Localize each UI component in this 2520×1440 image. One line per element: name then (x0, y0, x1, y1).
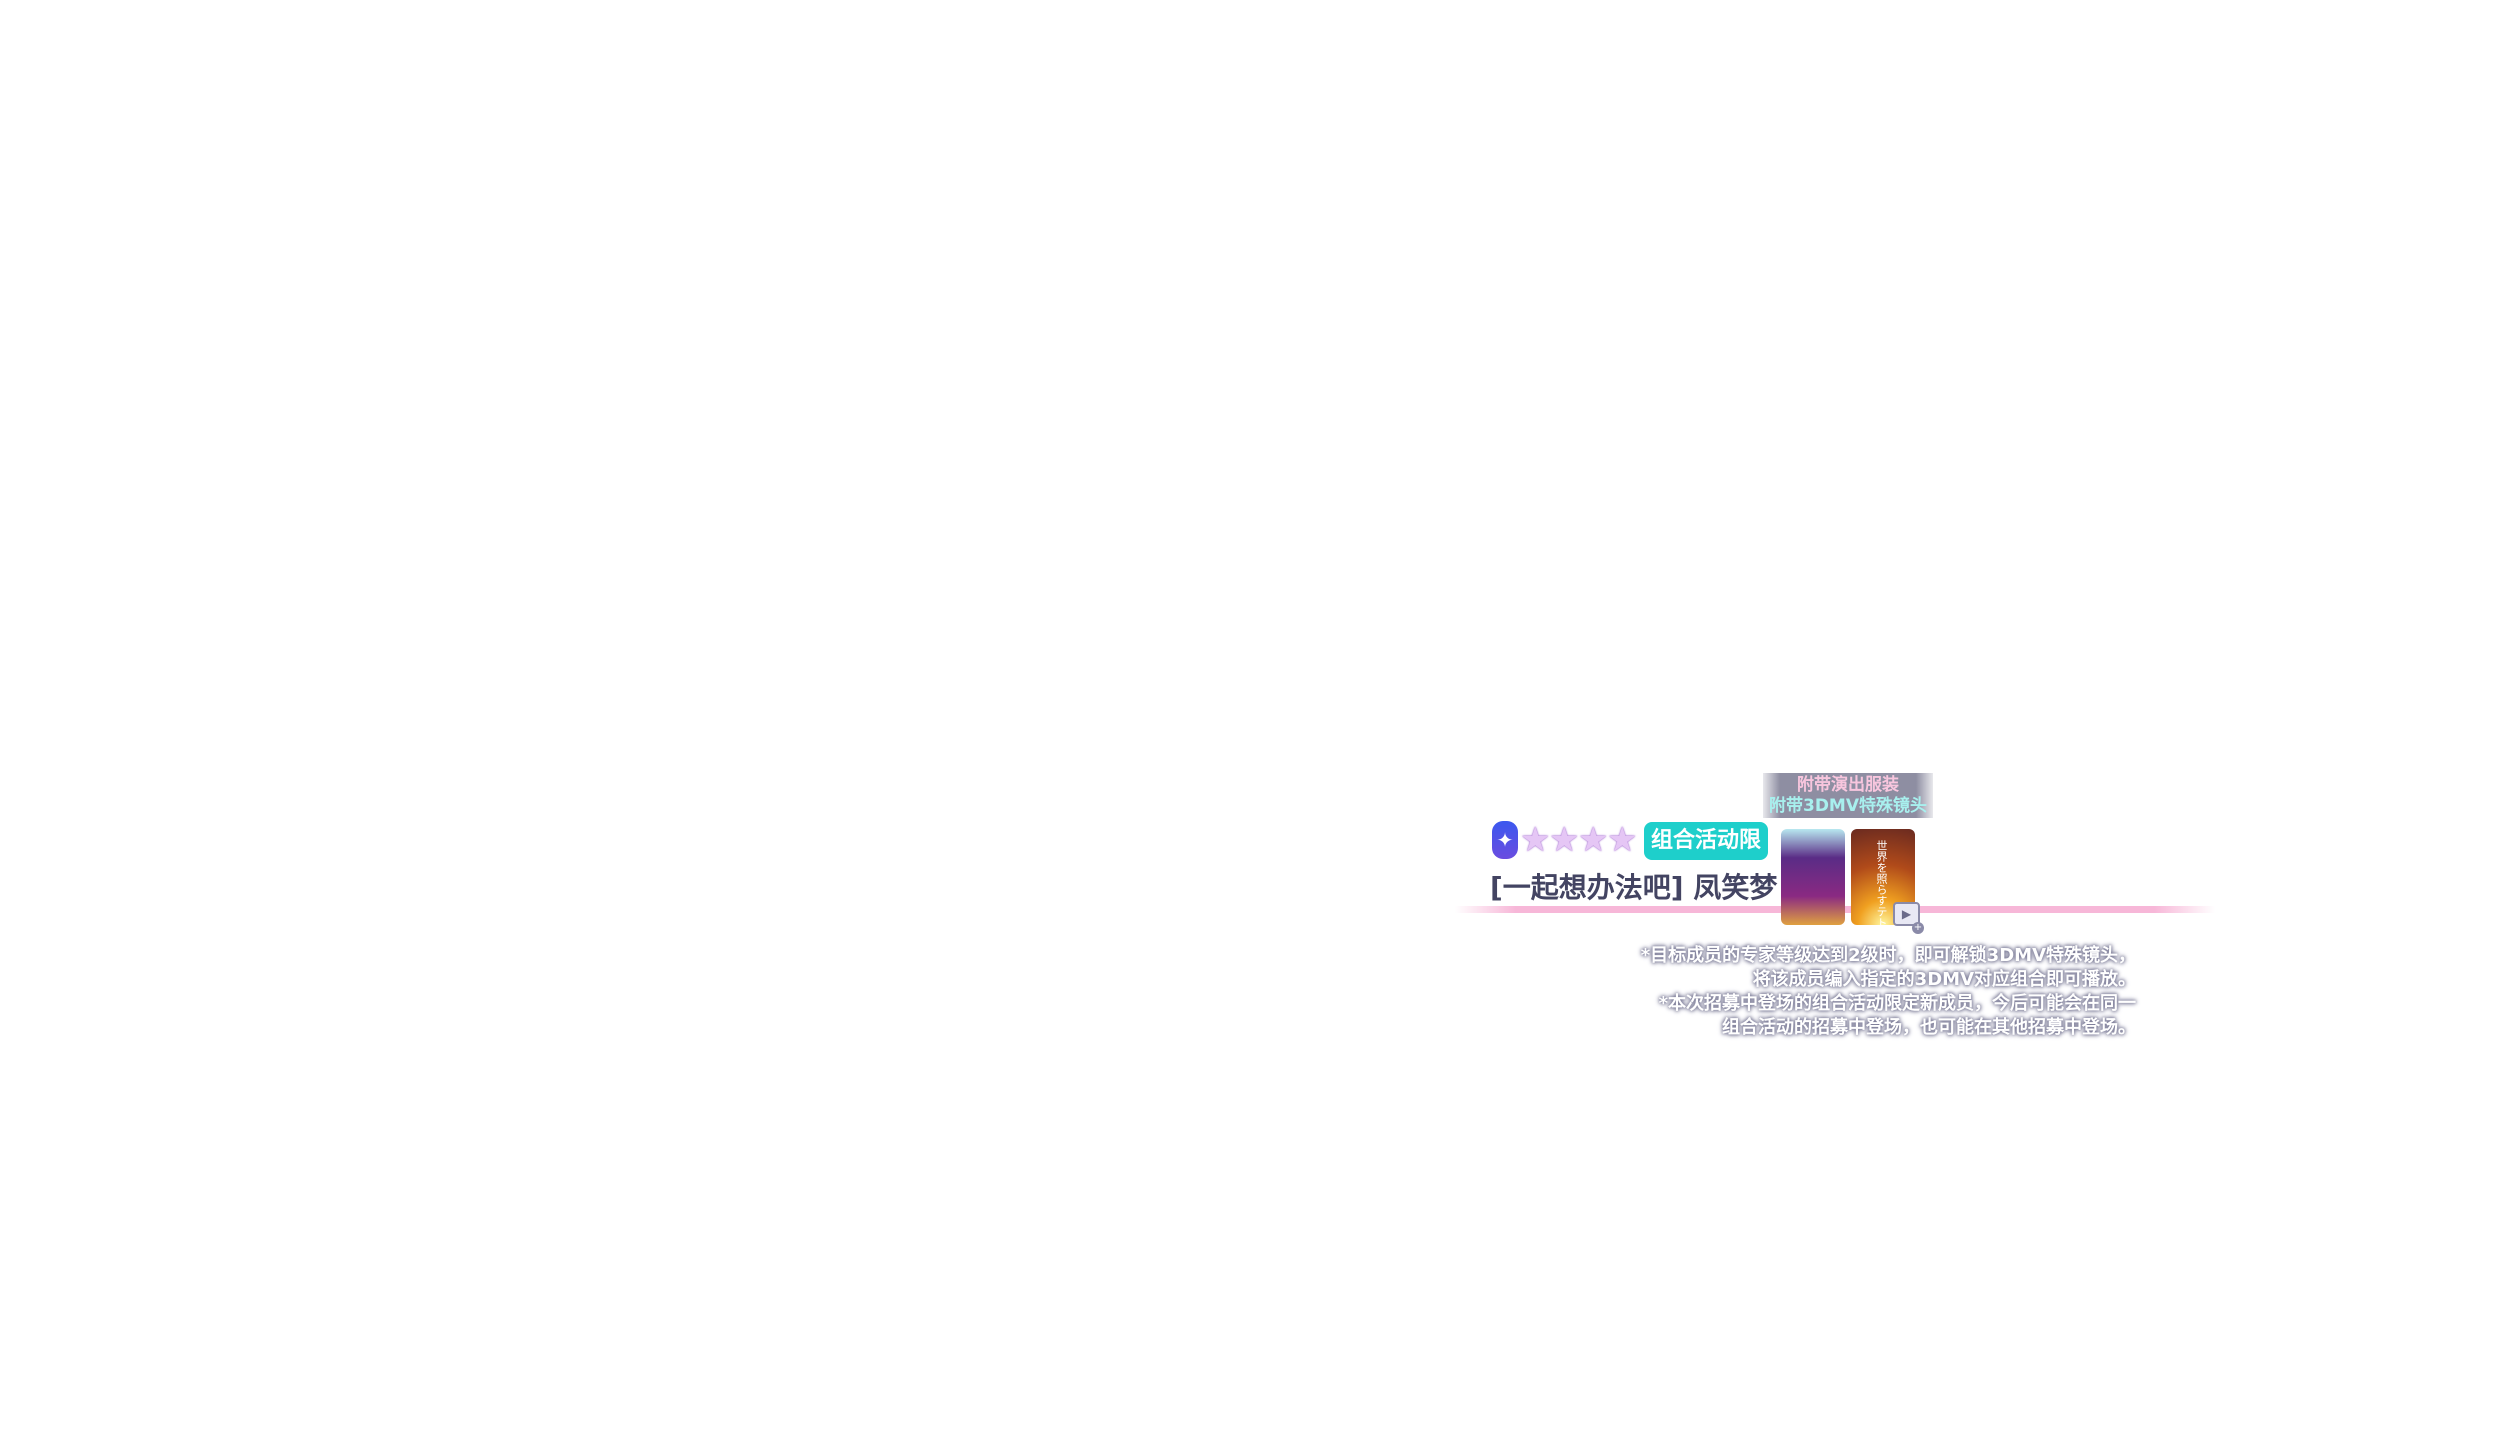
note-line: *目标成员的专家等级达到2级时，即可解锁3DMV特殊镜头， (1640, 945, 2136, 966)
star-icon: ★ (1607, 820, 1638, 860)
note-line: 组合活动的招募中登场，也可能在其他招募中登场。 (1722, 1017, 2136, 1038)
bonus-3dmv-label: 附带3DMV特殊镜头 (1768, 796, 1927, 816)
note-line: *本次招募中登场的组合活动限定新成员，今后可能会在同一 (1658, 993, 2136, 1014)
note-line: 将该成员编入指定的3DMV对应组合即可播放。 (1752, 969, 2136, 990)
plus-icon: + (1912, 922, 1924, 934)
bonus-costume-label: 附带演出服装 (1797, 775, 1899, 795)
costume-thumbnail[interactable] (1781, 829, 1845, 925)
notes: *目标成员的专家等级达到2级时，即可解锁3DMV特殊镜头， 将该成员编入指定的3… (1641, 944, 2136, 1040)
card-name: [一起想办法吧] 凤笑梦 (1490, 871, 1778, 904)
mv-title: 世界を照らすテトラッド (1875, 840, 1888, 961)
star-icon: ★ (1549, 820, 1580, 860)
star-icon: ★ (1578, 820, 1609, 860)
sparkle-icon: ✦ (1492, 821, 1518, 859)
bonus-banner: 附带演出服装 附带3DMV特殊镜头 (1763, 773, 1933, 818)
limited-badge: 组合活动限定 (1644, 822, 1768, 891)
star-icon: ★ (1520, 820, 1551, 860)
